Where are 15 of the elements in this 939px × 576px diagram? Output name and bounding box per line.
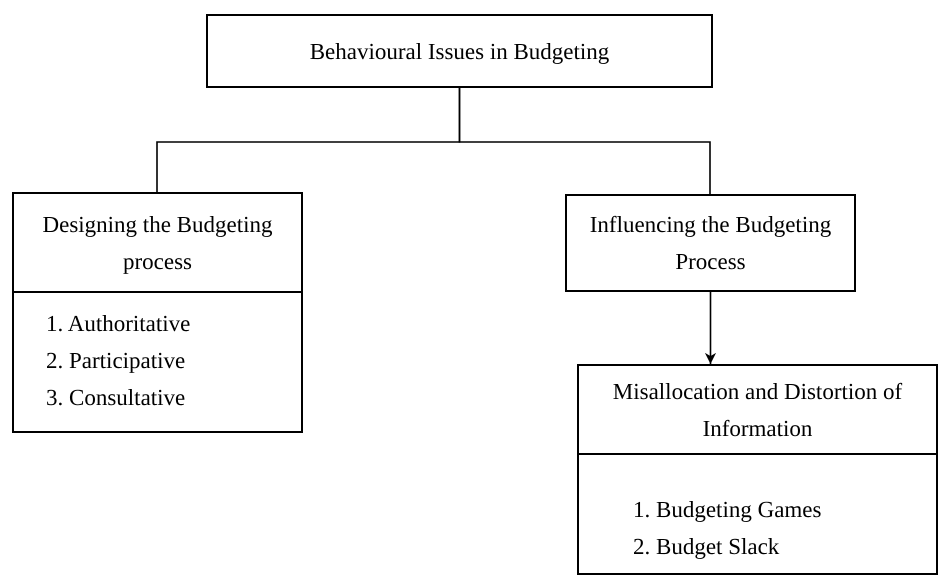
arrow (704, 292, 716, 364)
process-box (565, 194, 856, 292)
list-item: 1. Authoritative (46, 310, 192, 338)
box-title: Behavioural Issues in Budgeting (308, 38, 610, 66)
list-item: 2. Participative (46, 347, 186, 375)
process-box (206, 14, 713, 88)
box-title: Designing the Budgeting process (42, 210, 274, 276)
list-box (12, 192, 303, 433)
connector-line (458, 88, 711, 194)
box-title: Misallocation and Distortion of Information (612, 378, 904, 442)
box-title: Influencing the Budgeting Process (588, 211, 832, 276)
list-item: 1. Budgeting Games (633, 496, 822, 524)
list-box (577, 364, 938, 575)
list-item: 3. Consultative (46, 384, 186, 412)
list-item: 2. Budget Slack (633, 533, 780, 561)
